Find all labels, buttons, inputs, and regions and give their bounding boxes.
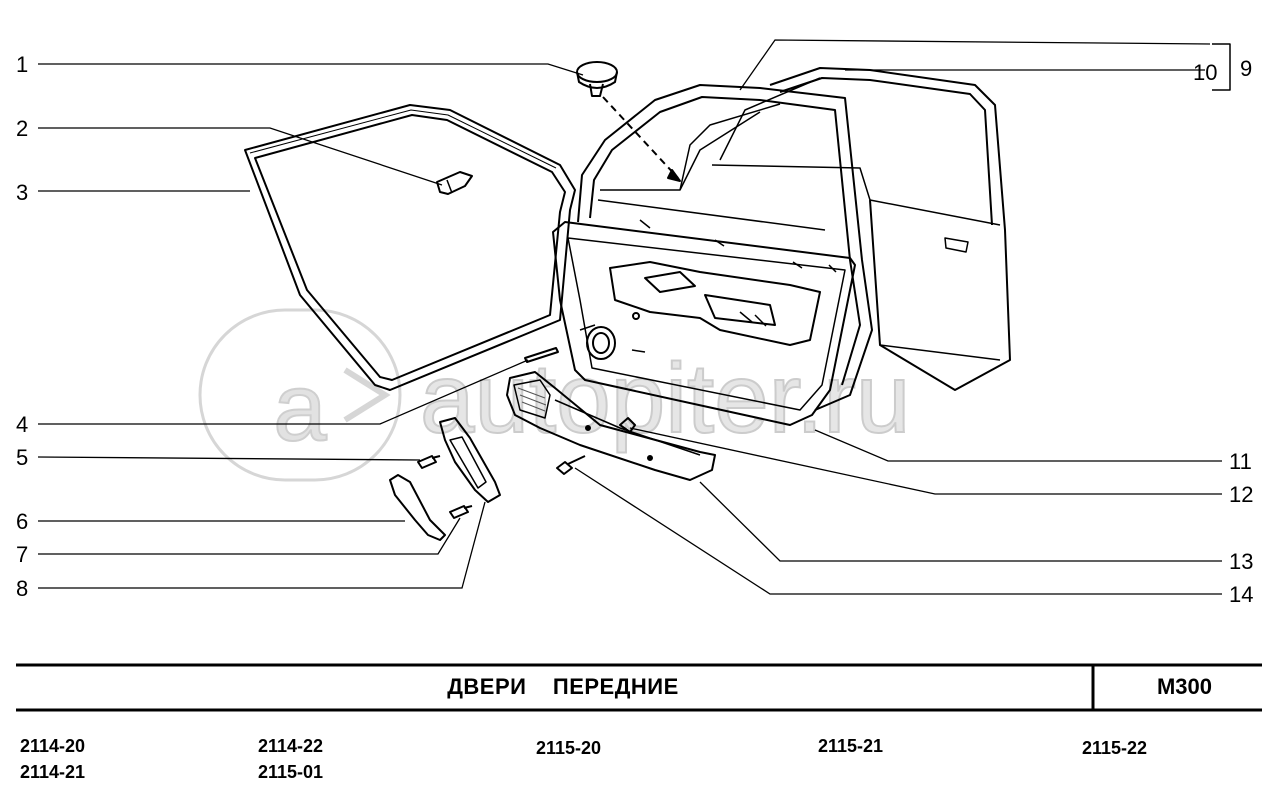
model-2115-22: 2115-22 — [1082, 738, 1148, 758]
title-block: ДВЕРИ ПЕРЕДНИЕ M300 — [18, 664, 1261, 710]
watermark: a autopiter.ru — [198, 308, 911, 482]
callout-13: 13 — [1229, 549, 1253, 574]
svg-text:a: a — [273, 354, 327, 461]
rear-door — [711, 67, 1011, 391]
callout-11: 11 — [1229, 449, 1252, 474]
armrest-screw-14 — [556, 455, 586, 475]
callout-7: 7 — [16, 542, 28, 567]
handle-screw-7 — [449, 505, 473, 519]
grommet-part — [576, 61, 618, 97]
callout-12: 12 — [1229, 482, 1253, 507]
diagram-code: M300 — [1156, 674, 1213, 699]
callout-2: 2 — [16, 116, 28, 141]
leader-lines — [37, 39, 1222, 595]
parts-drawing — [244, 43, 1231, 541]
callout-14: 14 — [1229, 582, 1253, 607]
door-pull-handle — [389, 474, 446, 541]
model-2115-01: 2115-01 — [258, 762, 324, 782]
armrest — [506, 371, 716, 481]
callout-8: 8 — [16, 576, 28, 601]
door-frame — [577, 84, 873, 411]
callout-6: 6 — [16, 509, 28, 534]
title-block-lines — [16, 663, 1262, 712]
door-seal — [244, 104, 576, 391]
door-trim-panel — [552, 221, 856, 426]
model-2114-20: 2114-20 — [20, 736, 86, 756]
plug-part — [436, 171, 473, 195]
group-bracket-9-10 — [1212, 43, 1231, 91]
page-title: ДВЕРИ ПЕРЕДНИЕ — [447, 674, 679, 699]
callout-1: 1 — [16, 52, 28, 77]
callout-3: 3 — [16, 180, 28, 205]
callout-labels: 1 2 3 4 5 6 7 8 9 10 11 12 13 14 — [16, 52, 1253, 607]
callout-5: 5 — [16, 445, 28, 470]
handle-bracket — [439, 417, 501, 503]
model-2114-22: 2114-22 — [258, 736, 324, 756]
callout-4: 4 — [16, 412, 28, 437]
model-2115-20: 2115-20 — [536, 738, 602, 758]
callout-9: 9 — [1240, 56, 1252, 81]
handle-screw-5 — [417, 455, 441, 469]
callout-10: 10 — [1193, 60, 1217, 85]
grommet-arrow — [602, 96, 679, 179]
model-2115-21: 2115-21 — [818, 736, 884, 756]
model-2114-21: 2114-21 — [20, 762, 86, 782]
